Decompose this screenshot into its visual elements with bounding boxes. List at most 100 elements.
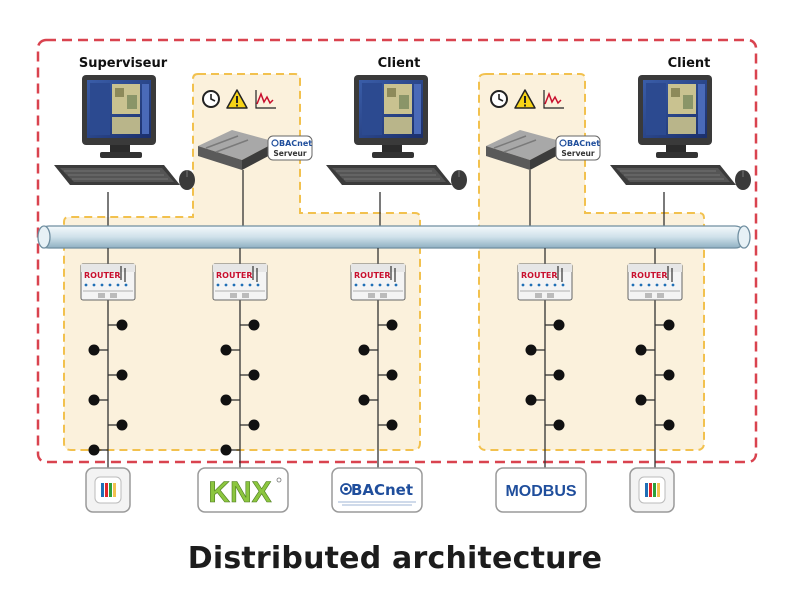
field-device-node	[663, 419, 675, 431]
router-port	[110, 293, 117, 298]
field-device-node	[220, 394, 232, 406]
bacnet-server-1: BACnet Serveur	[197, 129, 313, 171]
router-led	[639, 283, 643, 287]
router-led	[256, 283, 260, 287]
router-label: ROUTER	[631, 271, 668, 280]
field-device-node	[358, 344, 370, 356]
field-device-node	[220, 344, 232, 356]
server-badge-role-2: Serveur	[561, 149, 595, 158]
protocol-badge-modbus: MODBUS	[495, 467, 587, 513]
field-branch-5	[635, 248, 675, 468]
ethernet-backbone	[37, 225, 751, 249]
field-device-node	[525, 344, 537, 356]
router-3: ROUTER	[350, 263, 406, 301]
router-led	[100, 283, 104, 287]
router-led	[216, 283, 220, 287]
field-device-node	[663, 319, 675, 331]
router-led	[116, 283, 120, 287]
router-led	[647, 283, 651, 287]
router-4: ROUTER	[517, 263, 573, 301]
router-led	[663, 283, 667, 287]
router-antenna	[557, 266, 563, 282]
router-port	[98, 293, 105, 298]
router-led	[84, 283, 88, 287]
router-led	[545, 283, 549, 287]
router-led	[378, 283, 382, 287]
site-boundary	[36, 38, 758, 464]
router-led	[537, 283, 541, 287]
field-device-node	[116, 319, 128, 331]
router-led	[224, 283, 228, 287]
routers: ROUTER ROUTER ROUTER ROUTER ROUTER	[80, 263, 683, 301]
zone-right	[478, 73, 705, 451]
router-label: ROUTER	[84, 271, 121, 280]
router-led	[370, 283, 374, 287]
upper-connections	[107, 170, 665, 230]
client-workstation-1	[325, 74, 468, 191]
field-device-node	[553, 419, 565, 431]
router-led	[240, 283, 244, 287]
router-led	[108, 283, 112, 287]
field-device-node	[116, 369, 128, 381]
router-led	[655, 283, 659, 287]
bacnet-label: BACnet	[351, 481, 413, 499]
field-branch-3	[358, 248, 398, 468]
router-antenna	[120, 266, 126, 282]
router-led	[232, 283, 236, 287]
router-top-rail	[351, 264, 405, 272]
router-2: ROUTER	[212, 263, 268, 301]
protocol-badge-knx: KNX	[197, 467, 289, 513]
router-label: ROUTER	[354, 271, 391, 280]
diagram-caption: Distributed architecture	[187, 541, 603, 576]
router-port	[368, 293, 375, 298]
router-antenna	[390, 266, 396, 282]
router-port	[535, 293, 542, 298]
router-label: ROUTER	[521, 271, 558, 280]
router-led	[92, 283, 96, 287]
router-port	[645, 293, 652, 298]
field-branch-4	[525, 248, 565, 468]
client-label-2: Client	[667, 56, 711, 71]
field-device-node	[248, 369, 260, 381]
field-device-node	[248, 419, 260, 431]
router-led	[631, 283, 635, 287]
router-led	[553, 283, 557, 287]
router-led	[354, 283, 358, 287]
protocol-badge-bacnet: BACnet	[331, 467, 423, 513]
router-label: ROUTER	[216, 271, 253, 280]
router-led	[529, 283, 533, 287]
router-led	[362, 283, 366, 287]
knx-label: KNX	[208, 476, 271, 509]
router-led	[248, 283, 252, 287]
server-badge-role-1: Serveur	[273, 149, 307, 158]
router-led	[124, 283, 128, 287]
field-device-node	[635, 394, 647, 406]
router-port	[242, 293, 249, 298]
field-branch-1	[88, 248, 128, 468]
field-device-node	[635, 344, 647, 356]
field-device-node	[525, 394, 537, 406]
router-top-rail	[628, 264, 682, 272]
supervisor-workstation	[53, 74, 196, 191]
field-device-node	[553, 369, 565, 381]
field-device-node	[220, 444, 232, 456]
protocol-badge-generic-2	[629, 467, 675, 513]
router-led	[671, 283, 675, 287]
router-port	[547, 293, 554, 298]
field-device-node	[386, 419, 398, 431]
router-led	[394, 283, 398, 287]
client-label-1: Client	[377, 56, 421, 71]
router-port	[380, 293, 387, 298]
field-device-node	[358, 394, 370, 406]
router-5: ROUTER	[627, 263, 683, 301]
router-port	[230, 293, 237, 298]
supervisor-label: Superviseur	[78, 56, 168, 71]
field-device-node	[386, 319, 398, 331]
router-led	[521, 283, 525, 287]
bacnet-server-2: BACnet Serveur	[485, 129, 601, 171]
field-branch-2	[220, 248, 260, 468]
router-top-rail	[518, 264, 572, 272]
server-badge-brand-1: BACnet	[279, 139, 312, 148]
field-device-node	[386, 369, 398, 381]
modbus-label: MODBUS	[505, 483, 576, 500]
